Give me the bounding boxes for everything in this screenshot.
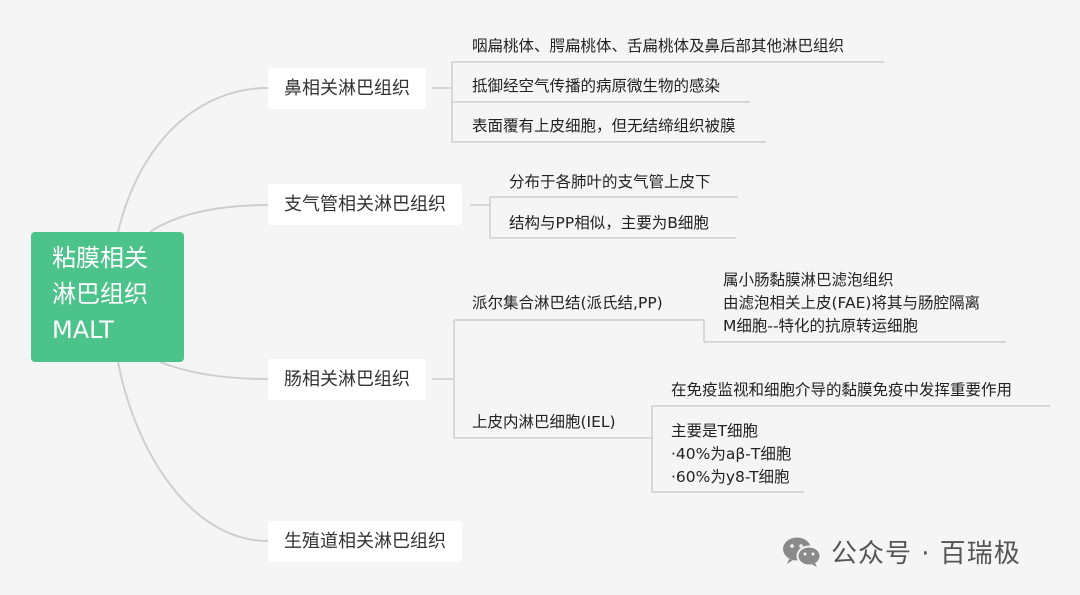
bronchus-leaf-2[interactable]: 结构与PP相似，主要为B细胞 — [509, 214, 709, 232]
root-line-3: MALT — [52, 316, 114, 344]
pp-details[interactable]: 属小肠黏膜淋巴滤泡组织 由滤泡相关上皮(FAE)将其与肠腔隔离 M细胞--特化的… — [723, 269, 980, 338]
nose-leaf-3[interactable]: 表面覆有上皮细胞，但无结缔组织被膜 — [472, 117, 736, 135]
iel-line-2: ·40%为aβ-T细胞 — [671, 445, 792, 463]
node-genital-lymph[interactable]: 生殖道相关淋巴组织 — [268, 521, 462, 562]
pp-line-1: 属小肠黏膜淋巴滤泡组织 — [723, 271, 894, 289]
iel-line-3: ·60%为y8-T细胞 — [671, 468, 790, 486]
iel-details[interactable]: 主要是T细胞 ·40%为aβ-T细胞 ·60%为y8-T细胞 — [671, 420, 791, 489]
gut-sub-pp[interactable]: 派尔集合淋巴结(派氏结,PP) — [472, 294, 663, 312]
node-bronchus-lymph[interactable]: 支气管相关淋巴组织 — [268, 184, 462, 225]
iel-line-1: 主要是T细胞 — [671, 422, 758, 440]
pp-line-3: M细胞--特化的抗原转运细胞 — [723, 317, 919, 335]
watermark-text: 公众号 · 百瑞极 — [831, 539, 1021, 569]
wechat-icon — [783, 537, 822, 567]
node-nose-lymph[interactable]: 鼻相关淋巴组织 — [268, 68, 426, 109]
gut-sub-iel[interactable]: 上皮内淋巴细胞(IEL) — [472, 413, 616, 431]
root-node-malt[interactable]: 粘膜相关 淋巴组织 MALT — [31, 232, 184, 362]
root-line-1: 粘膜相关 — [52, 244, 148, 272]
node-gut-lymph[interactable]: 肠相关淋巴组织 — [268, 359, 426, 400]
bronchus-leaf-1[interactable]: 分布于各肺叶的支气管上皮下 — [509, 173, 711, 191]
iel-leaf-1[interactable]: 在免疫监视和细胞介导的黏膜免疫中发挥重要作用 — [671, 381, 1013, 399]
root-line-2: 淋巴组织 — [52, 280, 148, 308]
nose-leaf-2[interactable]: 抵御经空气传播的病原微生物的感染 — [472, 77, 721, 95]
pp-line-2: 由滤泡相关上皮(FAE)将其与肠腔隔离 — [723, 294, 980, 312]
watermark: 公众号 · 百瑞极 — [781, 533, 1021, 570]
nose-leaf-1[interactable]: 咽扁桃体、腭扁桃体、舌扁桃体及鼻后部其他淋巴组织 — [472, 37, 845, 55]
